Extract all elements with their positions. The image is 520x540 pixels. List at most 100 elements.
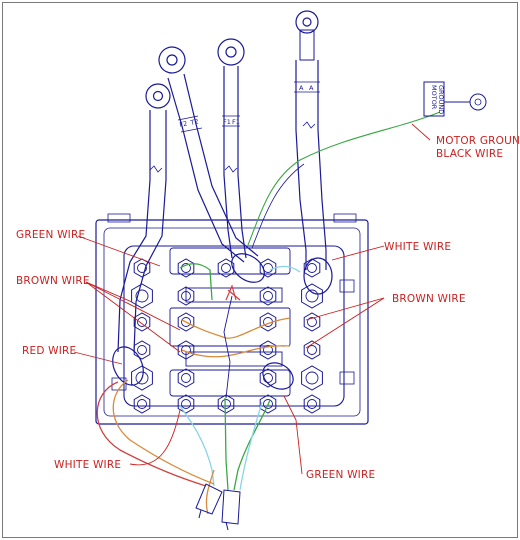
tag-a2: A bbox=[309, 84, 314, 92]
stud-bolt bbox=[135, 371, 149, 385]
ground-tag bbox=[423, 81, 445, 117]
stud-bolt bbox=[305, 371, 319, 385]
terminal-stud bbox=[217, 394, 235, 414]
label-black-wire: BLACK WIRE bbox=[436, 148, 503, 160]
heavy-cables bbox=[112, 10, 333, 390]
brown-wire-top bbox=[181, 317, 291, 339]
stud-nut bbox=[259, 286, 277, 306]
ground-tag-line1: MOTOR bbox=[430, 85, 438, 110]
tag-f2: F2 bbox=[179, 119, 188, 128]
cable-left-break bbox=[149, 165, 163, 173]
stud-bolt bbox=[307, 317, 317, 327]
stud-bolt bbox=[137, 317, 147, 327]
terminal-stud bbox=[301, 365, 323, 391]
terminal-stud bbox=[133, 258, 151, 278]
cable-f2-tag-top bbox=[177, 115, 199, 121]
terminal-stud bbox=[133, 394, 151, 414]
cable-a-break bbox=[302, 121, 316, 129]
cable-f2-right-edge bbox=[183, 73, 259, 257]
terminal-stud bbox=[177, 286, 195, 306]
center-block bbox=[169, 307, 291, 347]
cable-left-ring-hole bbox=[152, 90, 164, 102]
stud-nut bbox=[301, 365, 323, 391]
terminal-stud bbox=[259, 286, 277, 306]
cable-a-lug bbox=[303, 257, 333, 295]
tag-f1a: F1 bbox=[223, 118, 231, 126]
plug-right bbox=[221, 489, 241, 525]
leader-red bbox=[73, 351, 123, 365]
bus-bar-1 bbox=[185, 287, 283, 303]
stud-bolt bbox=[307, 399, 317, 409]
stud-bolt bbox=[263, 291, 273, 301]
label-white-wire-right: WHITE WIRE bbox=[384, 241, 451, 253]
lower-right-lug bbox=[262, 362, 294, 390]
stud-bolt bbox=[263, 399, 273, 409]
leader-white-bottom bbox=[129, 409, 181, 466]
stud-nut bbox=[301, 283, 323, 309]
stud-bolt bbox=[263, 263, 273, 273]
base-plate bbox=[95, 219, 369, 425]
stud-nut bbox=[259, 394, 277, 414]
cable-f1-right-edge bbox=[237, 66, 247, 259]
stud-nut bbox=[217, 394, 235, 414]
ground-tag-text-group: MOTOR GROUND bbox=[430, 85, 445, 114]
cable-left-lug bbox=[112, 346, 144, 386]
stud-nut bbox=[177, 286, 195, 306]
label-green-wire-bottom: GREEN WIRE bbox=[306, 469, 375, 481]
stud-bolt bbox=[181, 317, 191, 327]
stud-nut bbox=[177, 368, 195, 388]
control-box bbox=[95, 213, 369, 425]
cable-a-lug-neck bbox=[299, 29, 315, 61]
stud-bolt bbox=[181, 263, 191, 273]
plug-left-tip bbox=[198, 509, 202, 519]
control-wires bbox=[96, 263, 301, 515]
stud-bolt bbox=[181, 399, 191, 409]
stud-nut bbox=[259, 340, 277, 360]
label-brown-wire-right: BROWN WIRE bbox=[392, 293, 466, 305]
terminal-stud bbox=[259, 394, 277, 414]
cable-left-right-edge bbox=[133, 110, 167, 353]
cable-f1-left-edge bbox=[223, 66, 233, 259]
brown-wire-tail bbox=[205, 469, 215, 515]
cable-a-ring bbox=[295, 10, 319, 34]
terminal-stud bbox=[177, 368, 195, 388]
cable-f2-ring bbox=[158, 46, 186, 74]
stud-nut bbox=[177, 394, 195, 414]
white-wire-right bbox=[239, 401, 263, 491]
stud-nut bbox=[303, 394, 321, 414]
stud-bolt bbox=[181, 345, 191, 355]
solenoid-bottom-bar bbox=[169, 369, 291, 397]
plug-left bbox=[195, 483, 223, 515]
cable-left-ring bbox=[145, 83, 171, 109]
white-wire-left bbox=[179, 405, 215, 487]
green-wire-center bbox=[224, 397, 229, 491]
cable-f1-break bbox=[224, 165, 238, 173]
green-wire-top bbox=[179, 263, 213, 301]
leader-green-bottom bbox=[283, 395, 303, 475]
leader-brown-left-3 bbox=[85, 281, 181, 353]
ground-ring bbox=[469, 93, 487, 111]
mount-tab-left bbox=[107, 213, 131, 223]
terminal-stud bbox=[303, 394, 321, 414]
label-green-wire-left: GREEN WIRE bbox=[16, 229, 85, 241]
terminal-stud bbox=[303, 258, 321, 278]
stud-nut bbox=[259, 368, 277, 388]
labels: GREEN WIRE BROWN WIRE RED WIRE WHITE WIR… bbox=[16, 135, 520, 481]
stud-bolt bbox=[137, 263, 147, 273]
stud-bolt bbox=[181, 373, 191, 383]
stud-bolt bbox=[135, 289, 149, 303]
leader-brown-left-1 bbox=[85, 281, 133, 303]
red-arrow-head bbox=[225, 284, 237, 301]
cable-f2-ring-hole bbox=[166, 54, 178, 66]
stud-bolt bbox=[263, 373, 273, 383]
motor-ground: MOTOR GROUND bbox=[247, 81, 487, 249]
stud-nut bbox=[177, 340, 195, 360]
leader-white-right bbox=[331, 245, 385, 261]
stud-bolt bbox=[263, 345, 273, 355]
brown-wire-bottom bbox=[181, 345, 291, 358]
stud-bolt bbox=[221, 399, 231, 409]
stud-bolt bbox=[307, 263, 317, 273]
terminal-stud bbox=[301, 283, 323, 309]
right-post bbox=[339, 371, 355, 385]
